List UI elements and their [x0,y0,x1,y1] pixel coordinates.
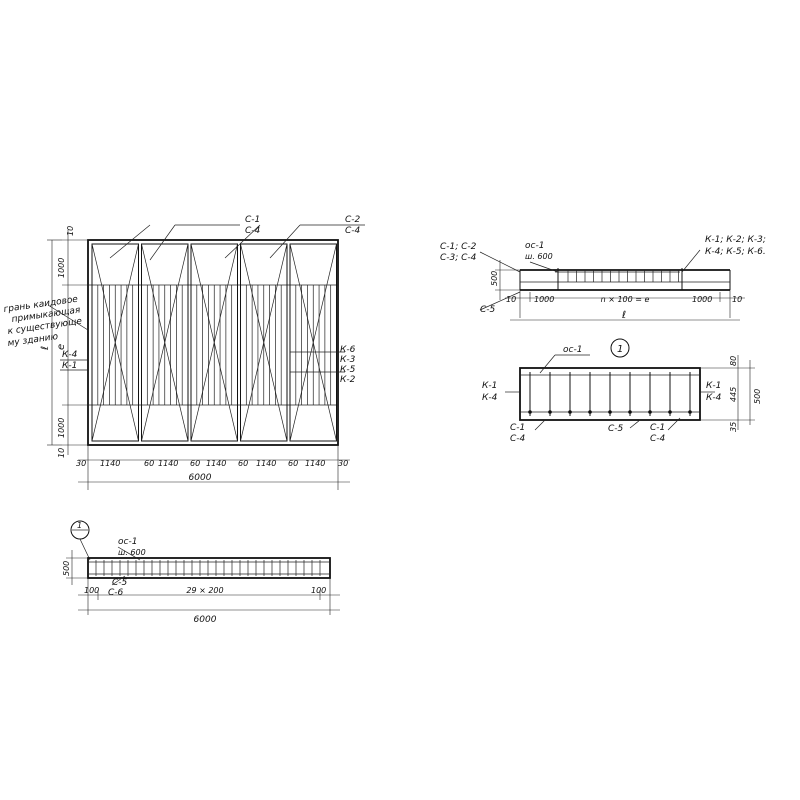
plan-label-c4-right: С-4 [345,226,361,236]
plan-bottom-dim: 1140 [158,459,178,468]
plan-panel [289,243,337,442]
bottom-marker-text: 1 [77,521,82,530]
bottom-overall: 6000 [194,615,217,625]
sec1-k4-left: К-4 [482,393,498,403]
plan-bottom-dim: 60 [190,459,200,468]
sec1-c5: С-5 [608,424,624,434]
elev-c1c2: С-1; С-2 [440,242,477,252]
plan-bottom-dim: 1140 [305,459,325,468]
sec1-k4-right: К-4 [706,393,722,403]
sec1-c4-right: С-4 [650,434,666,444]
bottom-rebars [95,560,321,576]
plan-panel [190,243,238,442]
plan-bottom-dim: 1140 [256,459,276,468]
plan-overall: 6000 [189,473,212,483]
plan-dim-e: е [56,344,67,350]
plan-bottom-dim: 60 [288,459,298,468]
plan-dim-1000-bottom: 1000 [57,418,66,438]
plan-dim-10-bottom: 10 [57,448,66,458]
plan-panel [240,243,288,442]
bottom-d100-left: 100 [84,586,99,595]
bottom-d100-right: 100 [311,586,326,595]
elev-k-list-1: К-1; К-2; К-3; [705,235,766,245]
elevation-view: С-1; С-2 С-3; С-4 ос-1 ш. 600 К-1; К-2; … [440,235,766,321]
elev-sh600: ш. 600 [525,252,553,261]
plan-outline [87,239,339,446]
plan-dim-1000-top: 1000 [57,258,66,278]
plan-dim-10-top: 10 [66,226,75,236]
sec1-c1-left: С-1 [510,423,525,433]
plan-bottom-dim: 1140 [100,459,120,468]
plan-bottom-dim: 30 [76,459,86,468]
elev-c5: С-5 [480,305,496,315]
bottom-h500: 500 [62,561,71,576]
plan-dim-l: ℓ [40,346,51,350]
plan-bottom-dim: 1140 [206,459,226,468]
sec1-d500: 500 [753,389,762,404]
sec1-d445: 445 [729,387,738,402]
sec1-c4-left: С-4 [510,434,526,444]
plan-label-c1: С-1 [245,215,260,225]
plan-view: С-1 С-4 С-2 С-4 грань каидовое примыкающ… [3,215,365,490]
plan-bottom-dim: 60 [238,459,248,468]
sec1-k1-left: К-1 [482,381,497,391]
plan-bottom-dims: 30 1140 60 1140 60 1140 60 1140 60 1140 30 [76,459,348,468]
bottom-outline [87,557,331,579]
elevation-rebars [567,270,679,282]
elev-d10-right: 10 [732,295,742,304]
bottom-view: 1 ос-1 ш. 600 С-5 С-6 500 100 29 × 200 1… [62,520,340,625]
elev-middle: n × 100 = e [601,295,650,304]
sec1-c1-right: С-1 [650,423,665,433]
elev-h500: 500 [490,271,499,286]
section-1-rebars [528,372,692,416]
elev-d1000-left: 1000 [534,295,554,304]
section-1-view: 1 ос-1 К-1 К-4 К-1 К-4 С-1 С-4 С-5 С-1 С… [482,338,762,444]
plan-left-k1: К-1 [62,361,77,371]
sec1-oc1: ос-1 [563,345,582,355]
elev-d1000-right: 1000 [692,295,712,304]
elev-c3c4: С-3; С-4 [440,253,477,263]
plan-panel [141,243,189,442]
bottom-c6: С-6 [108,588,124,598]
plan-panels [91,243,337,442]
plan-right-k2: К-2 [340,375,356,385]
bottom-sh600: ш. 600 [118,548,146,557]
section-1-outline [519,367,701,421]
section-1-marker-text: 1 [617,344,623,355]
plan-right-k6: К-6 [340,345,356,355]
plan-left-k4: К-4 [62,350,78,360]
elev-k-list-2: К-4; К-5; К-6. [705,247,766,257]
elev-l: ℓ [622,310,626,321]
bottom-oc1: ос-1 [118,537,137,547]
plan-panel [91,243,139,442]
plan-label-c4-top: С-4 [245,226,261,236]
elev-oc1: ос-1 [525,241,544,251]
plan-label-c2: С-2 [345,215,361,225]
bottom-middle: 29 × 200 [186,586,223,595]
section-1-marker [610,338,630,358]
plan-bottom-dim: 60 [144,459,154,468]
sec1-d35: 35 [729,422,738,432]
bottom-c5: С-5 [112,578,128,588]
sec1-d80: 80 [729,356,738,366]
plan-bottom-dim: 30 [338,459,348,468]
plan-right-k3: К-3 [340,355,356,365]
plan-right-k5: К-5 [340,365,356,375]
elev-d10-left: 10 [506,295,516,304]
sec1-k1-right: К-1 [706,381,721,391]
